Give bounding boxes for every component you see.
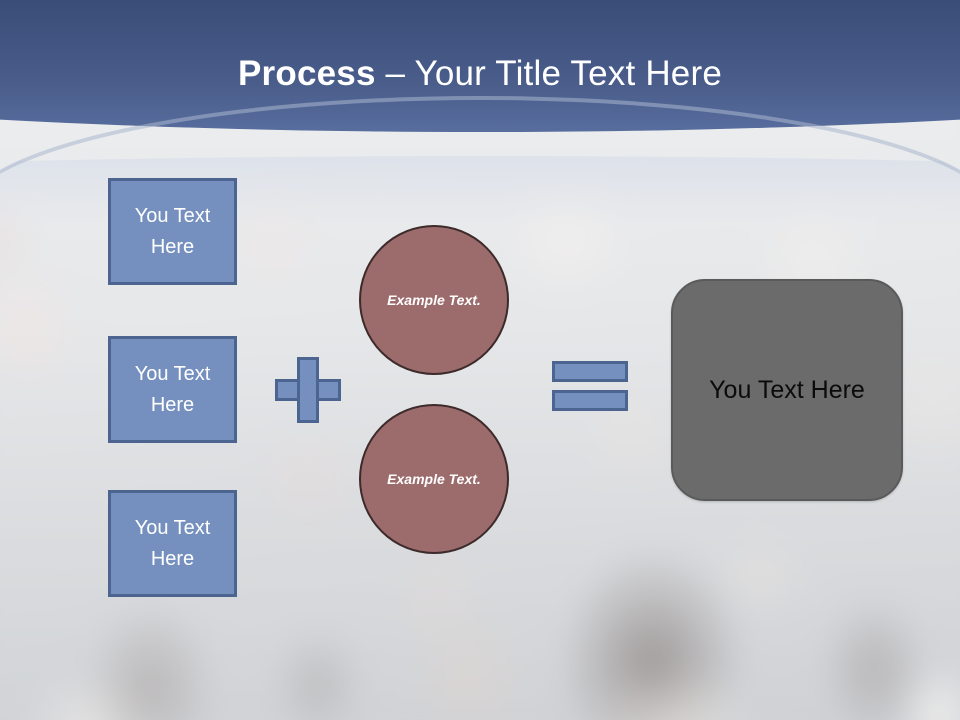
- header-band: [0, 0, 960, 132]
- plus-center-fill: [300, 382, 316, 398]
- result-box-label: You Text Here: [709, 375, 865, 404]
- input-box-1[interactable]: You Text Here: [108, 178, 237, 285]
- slide-title: Process – Your Title Text Here: [0, 52, 960, 96]
- input-box-2-label: You Text Here: [134, 362, 211, 416]
- factor-circle-2-label: Example Text.: [387, 470, 481, 487]
- equals-bottom-bar: [552, 390, 628, 411]
- factor-circle-1-label: Example Text.: [387, 291, 481, 308]
- factor-circle-1[interactable]: Example Text.: [359, 225, 509, 375]
- slide-title-remainder: – Your Title Text Here: [375, 54, 722, 93]
- slide-title-emphasis: Process: [238, 54, 376, 93]
- input-box-3[interactable]: You Text Here: [108, 490, 237, 597]
- input-box-1-label: You Text Here: [134, 204, 211, 258]
- factor-circle-2[interactable]: Example Text.: [359, 404, 509, 554]
- equals-sign-icon: [552, 361, 628, 411]
- equals-top-bar: [552, 361, 628, 382]
- input-box-2[interactable]: You Text Here: [108, 336, 237, 443]
- input-box-3-label: You Text Here: [134, 516, 211, 570]
- result-box[interactable]: You Text Here: [671, 279, 903, 501]
- plus-sign-icon: [275, 357, 341, 423]
